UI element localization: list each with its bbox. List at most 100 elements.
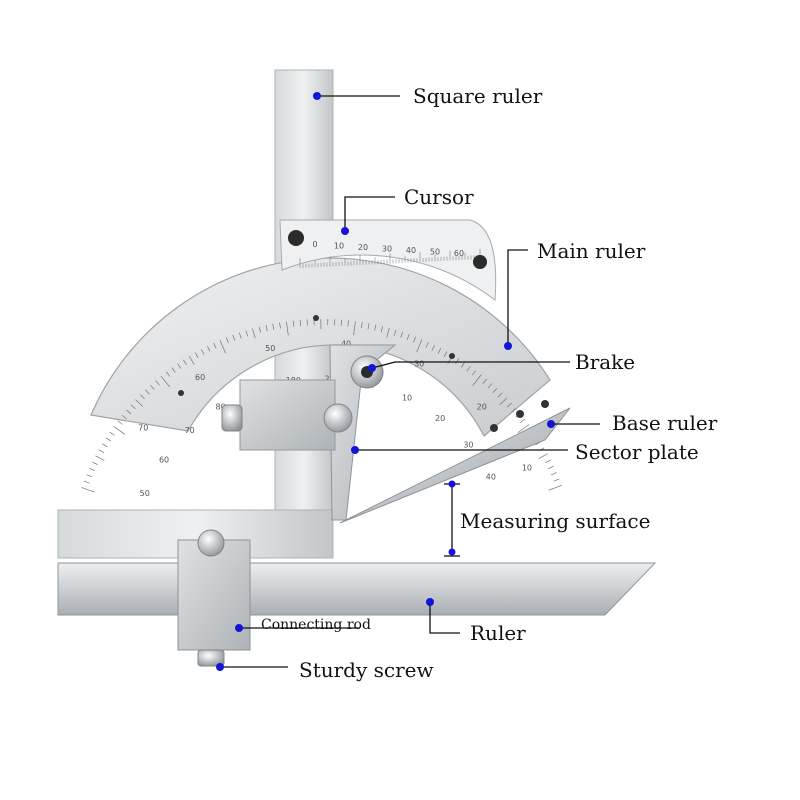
main-ruler-tick	[393, 329, 397, 336]
connecting-rod-part	[177, 529, 251, 667]
main-ruler-inner-label: 40	[486, 472, 496, 481]
main-ruler-ticks	[81, 319, 562, 493]
main-ruler-tick	[482, 378, 487, 384]
main-ruler-scale-label: 60	[195, 373, 205, 382]
main-ruler-inner-label: 10	[402, 394, 412, 403]
main-ruler-tick	[171, 367, 176, 373]
main-ruler-tick	[225, 337, 229, 344]
main-ruler-tick	[506, 402, 512, 408]
main-ruler-tick	[81, 487, 95, 493]
main-ruler-tick	[548, 465, 554, 470]
main-ruler-tick	[140, 394, 145, 400]
cursor-scale-label: 30	[382, 245, 392, 254]
cursor-ticks	[299, 249, 481, 268]
main-ruler-tick	[177, 363, 182, 369]
cursor-scale-label: 10	[334, 242, 344, 251]
main-ruler-tick	[92, 461, 98, 465]
main-ruler-inner-label: 20	[435, 414, 445, 423]
main-ruler-tick	[466, 366, 471, 372]
main-ruler-scale-label: 20	[477, 403, 487, 412]
label-connecting-rod: Connecting rod	[261, 617, 371, 633]
main-ruler-tick	[135, 399, 144, 407]
main-ruler-tick	[286, 321, 289, 336]
cursor-scale-label: 0	[312, 240, 317, 249]
main-ruler-tick	[207, 345, 211, 352]
label-cursor: Cursor	[404, 185, 474, 209]
main-ruler-scale-label: 50	[265, 344, 275, 353]
main-ruler-tick	[360, 322, 363, 329]
main-ruler-tick	[105, 437, 112, 442]
main-ruler-tick	[219, 340, 226, 354]
main-ruler-tick	[265, 325, 268, 332]
cursor-scale-label: 60	[454, 249, 464, 258]
main-ruler-scale-label: 40	[341, 339, 351, 348]
label-measuring-surface: Measuring surface	[460, 509, 650, 533]
main-ruler-tick	[272, 323, 275, 330]
main-ruler-tick	[86, 474, 93, 478]
main-ruler-tick	[150, 384, 155, 390]
base-ruler-part	[339, 400, 571, 524]
main-ruler-tick	[113, 426, 126, 435]
main-ruler-tick	[166, 371, 171, 377]
main-ruler-tick	[545, 459, 551, 463]
main-ruler-tick	[455, 358, 460, 364]
label-ruler: Ruler	[470, 621, 526, 645]
main-ruler-tick	[121, 415, 127, 420]
main-ruler-tick	[374, 324, 377, 331]
label-brake: Brake	[575, 350, 635, 374]
main-ruler-tick	[130, 404, 136, 409]
main-ruler-tick	[238, 332, 242, 339]
main-ruler-tick	[431, 344, 435, 351]
main-ruler-tick	[126, 409, 132, 415]
main-ruler-tick	[460, 362, 465, 368]
main-ruler-tick	[258, 326, 262, 333]
main-ruler-tick	[213, 342, 217, 349]
main-ruler-scale-label: 30	[414, 360, 424, 369]
main-ruler-tick	[367, 323, 370, 330]
main-ruler-tick	[497, 392, 503, 398]
cursor-scale-label: 50	[430, 248, 440, 257]
label-sturdy-screw: Sturdy screw	[299, 658, 434, 682]
main-ruler-tick	[232, 334, 236, 341]
sector-plate-part	[329, 344, 397, 521]
main-ruler-scale-label: 70	[138, 423, 148, 432]
main-ruler-tick	[83, 480, 90, 484]
main-ruler-tick	[380, 326, 383, 333]
main-ruler-tick	[443, 351, 448, 357]
main-ruler-inner-label: 70	[185, 426, 195, 435]
leader-lines	[220, 95, 600, 668]
main-ruler-tick	[406, 334, 410, 341]
main-ruler-tick	[279, 322, 281, 329]
main-ruler-tick	[400, 331, 403, 338]
main-ruler-tick	[183, 359, 187, 366]
main-ruler-tick	[538, 453, 548, 459]
main-ruler-inner-label: 50	[140, 489, 150, 498]
main-ruler-tick	[548, 485, 562, 491]
main-ruler-tick	[492, 387, 498, 393]
main-ruler-inner-label: 80	[216, 403, 226, 412]
main-ruler-tick	[517, 424, 530, 434]
main-ruler-tick	[155, 380, 160, 386]
main-ruler-tick	[194, 352, 199, 359]
main-ruler-tick	[252, 328, 256, 339]
label-base-ruler: Base ruler	[612, 411, 718, 435]
label-sector-plate: Sector plate	[575, 440, 699, 464]
main-ruler-tick	[117, 420, 123, 425]
main-ruler-tick	[160, 375, 170, 388]
label-dots	[216, 92, 555, 671]
main-ruler-tick	[89, 467, 95, 472]
main-ruler-tick	[499, 397, 508, 406]
main-ruler-tick	[472, 374, 482, 386]
main-ruler-tick	[347, 320, 349, 327]
measuring-surface-indicator	[444, 480, 460, 557]
main-ruler-tick	[386, 327, 390, 338]
cursor-scale-label: 20	[358, 243, 368, 252]
label-square-ruler: Square ruler	[413, 84, 543, 108]
side-block-part	[221, 379, 353, 451]
main-ruler-tick	[416, 339, 423, 353]
label-main-ruler: Main ruler	[537, 239, 646, 263]
main-ruler-tick	[519, 418, 526, 423]
